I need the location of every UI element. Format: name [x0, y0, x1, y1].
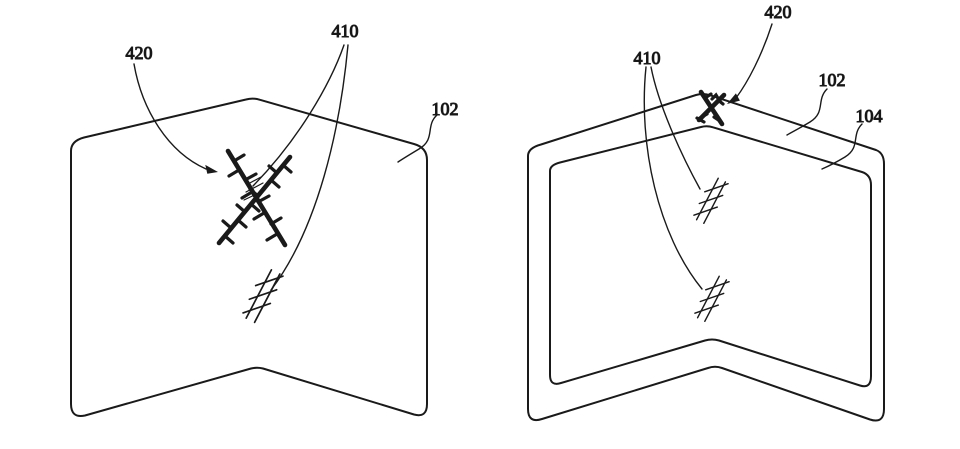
- left-ref-label-420: 420: [126, 43, 153, 63]
- left-leader-410-a: [252, 44, 345, 187]
- left-ref-label-102: 102: [432, 99, 459, 119]
- right-leader-104: [821, 123, 863, 170]
- left-device-view: 420 410 102: [70, 21, 459, 417]
- right-scratch-mark-lower: [694, 275, 730, 323]
- right-cover-outline: [527, 92, 885, 422]
- left-leader-410-b: [270, 44, 349, 291]
- right-arrowhead-420: [727, 93, 740, 104]
- right-display-panel: [549, 125, 872, 388]
- right-leader-420: [735, 23, 773, 99]
- drawing-root: 420 410 102: [70, 2, 885, 422]
- right-leader-102: [786, 88, 828, 136]
- right-device-view: 420 410 102 104: [527, 2, 885, 422]
- left-arrowhead-420: [205, 164, 218, 174]
- right-ref-label-420: 420: [765, 2, 792, 22]
- right-ref-label-104: 104: [856, 106, 883, 126]
- left-leader-102: [397, 114, 438, 163]
- right-leader-410-b: [643, 66, 703, 290]
- right-leader-410-a: [650, 66, 701, 190]
- left-cover-outline: [70, 97, 428, 417]
- right-scratch-mark-upper: [693, 177, 729, 225]
- left-scratch-mark: [242, 269, 284, 324]
- right-ref-label-410: 410: [634, 48, 661, 68]
- left-leader-420: [133, 63, 207, 170]
- right-crack-x-mark: [695, 89, 727, 127]
- left-crack-x-mark: [216, 148, 293, 248]
- right-ref-label-102: 102: [819, 70, 846, 90]
- left-ref-label-410: 410: [332, 21, 359, 41]
